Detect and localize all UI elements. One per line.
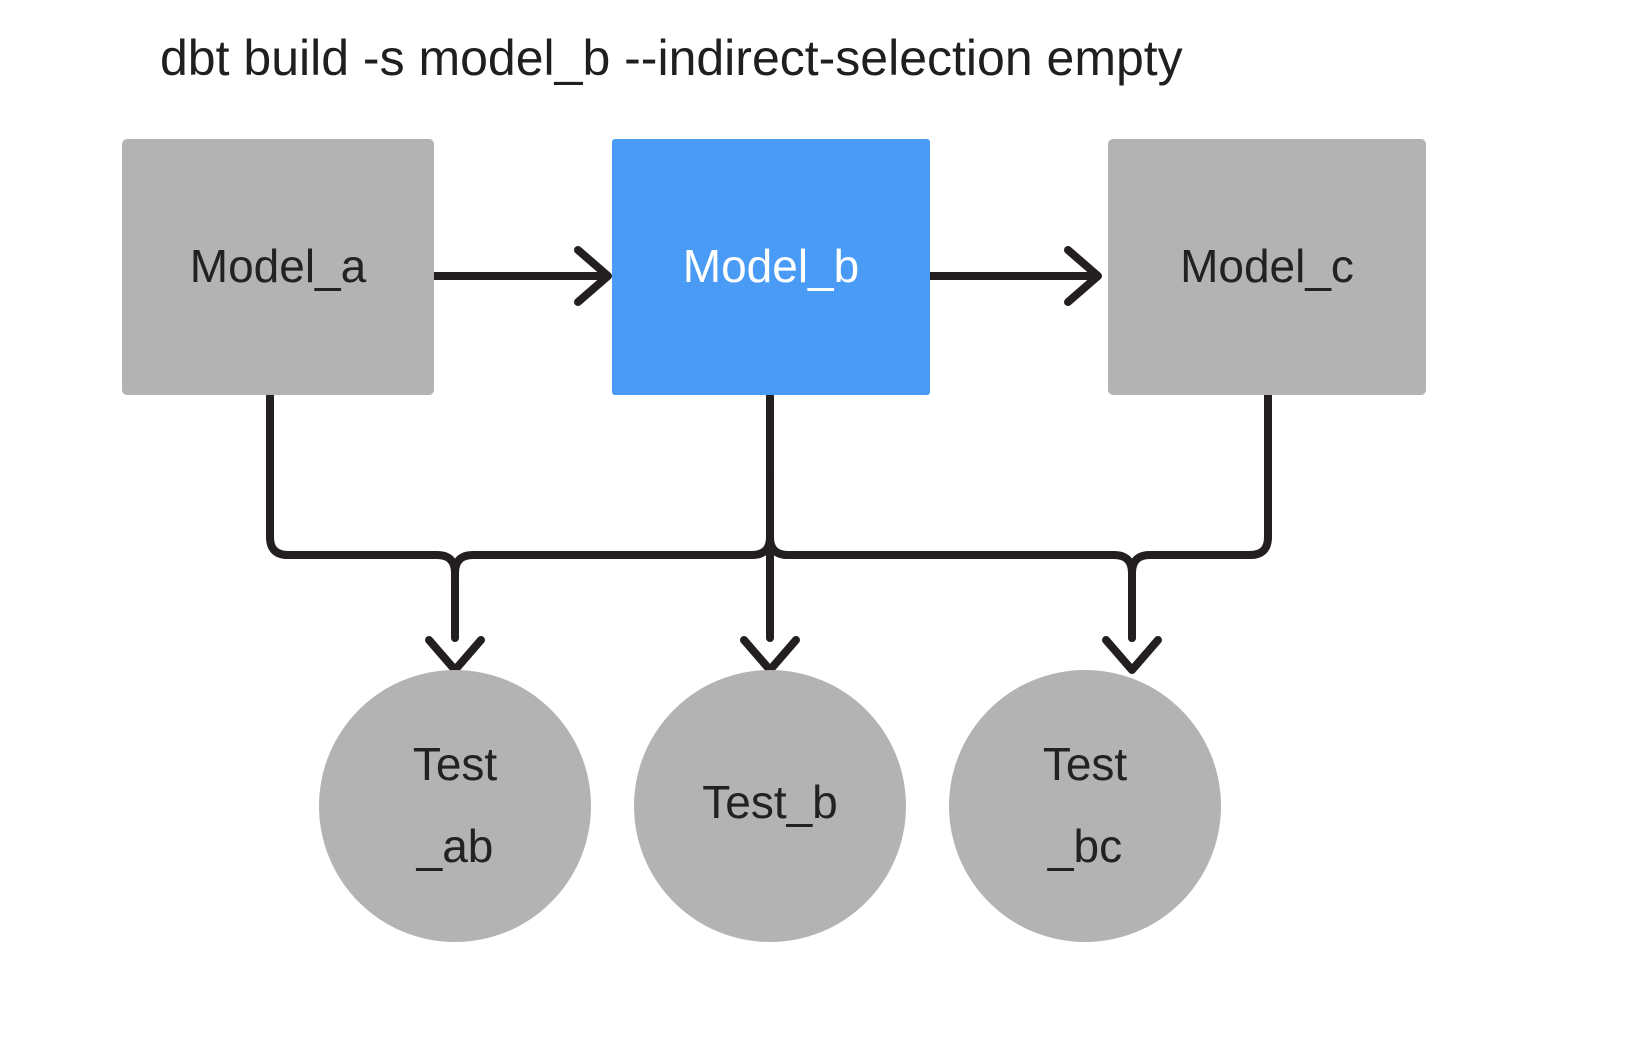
node-test-b-shape[interactable] (634, 670, 906, 942)
node-test-bc[interactable]: Test _bc (949, 670, 1221, 942)
node-test-bc-shape[interactable] (949, 670, 1221, 942)
node-test-ab-shape[interactable] (319, 670, 591, 942)
arrowhead-model-b-to-model-c (1064, 246, 1102, 306)
node-test-ab[interactable]: Test _ab (319, 670, 591, 942)
node-model-c-shape[interactable] (1108, 139, 1426, 395)
diagram-title: dbt build -s model_b --indirect-selectio… (160, 30, 1183, 86)
node-test-bc-label-line1: Test (1043, 738, 1128, 790)
edge-model-b-to-test-ab (451, 476, 774, 577)
node-test-ab-label-line1: Test (413, 738, 498, 790)
edge-model-c-to-test-bc (1128, 390, 1272, 642)
node-model-c[interactable]: Model_c (1108, 139, 1426, 395)
arrowhead-into-test-b (740, 636, 800, 674)
node-model-a-shape[interactable] (122, 139, 434, 395)
edge-model-a-to-test-ab (266, 390, 459, 642)
arrowhead-model-a-to-model-b (574, 246, 612, 306)
edge-layer (266, 246, 1272, 674)
node-test-b[interactable]: Test_b (634, 670, 906, 942)
arrowhead-into-test-bc (1102, 636, 1162, 674)
node-test-ab-label-line2: _ab (416, 820, 494, 872)
node-model-a-label: Model_a (190, 240, 367, 292)
node-model-b-label: Model_b (683, 240, 859, 292)
node-model-c-label: Model_c (1180, 240, 1354, 292)
arrowhead-into-test-ab (425, 636, 485, 674)
node-test-bc-label-line2: _bc (1047, 820, 1122, 872)
node-model-a[interactable]: Model_a (122, 139, 434, 395)
node-test-b-label-line1: Test_b (702, 776, 838, 828)
edge-model-b-to-test-bc (766, 476, 1136, 642)
node-model-b[interactable]: Model_b (612, 139, 930, 395)
node-model-b-shape[interactable] (612, 139, 930, 395)
